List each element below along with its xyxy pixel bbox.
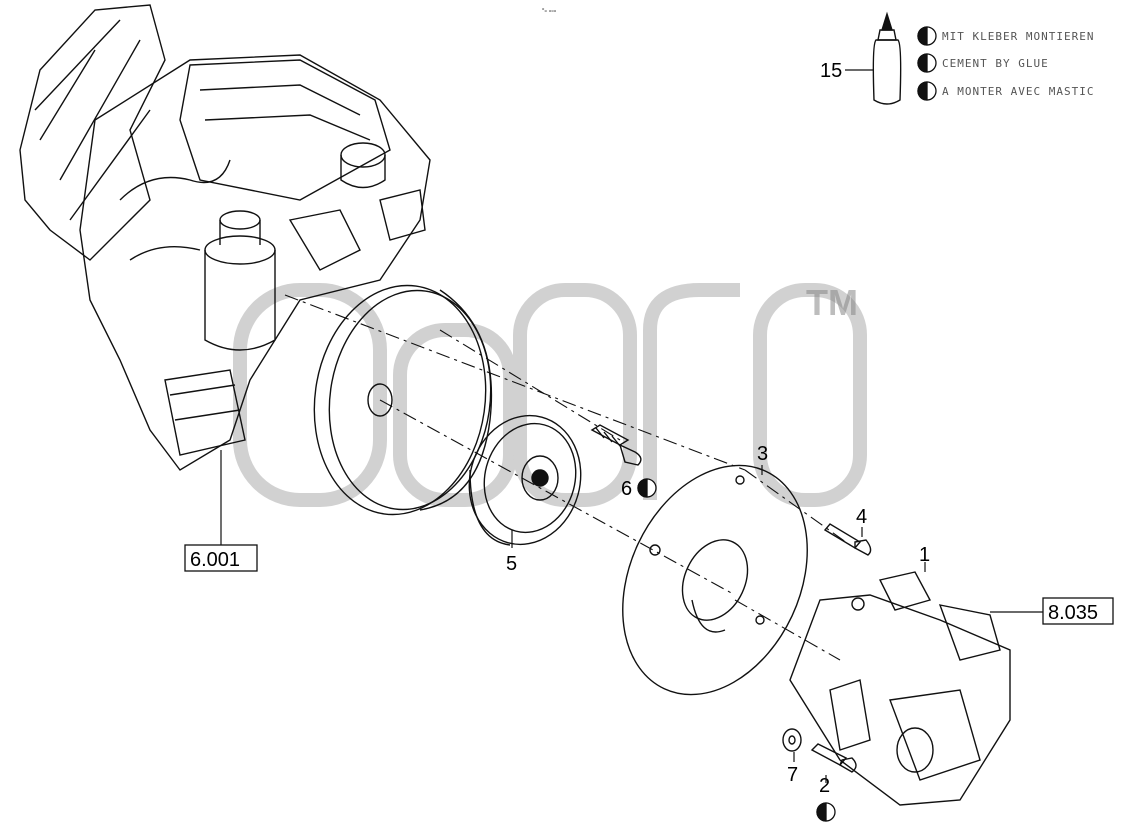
watermark-tm: TM	[806, 282, 858, 323]
reference-engine-label: 6.001	[190, 549, 240, 571]
legend-part-number: 15	[820, 60, 842, 82]
legend-row-2: CEMENT BY GLUE	[917, 53, 1049, 73]
coupling-disc-part-5	[468, 414, 582, 548]
legend-text-fr: A MONTER AVEC MASTIC	[942, 85, 1094, 98]
callout-4: 4	[856, 506, 867, 528]
callout-5: 5	[506, 553, 517, 575]
reference-box-pump[interactable]: 8.035	[1042, 597, 1114, 625]
watermark	[233, 283, 867, 507]
reference-pump-label: 8.035	[1048, 602, 1098, 624]
adhesive-marker-icon	[917, 81, 937, 101]
legend-row-3: A MONTER AVEC MASTIC	[917, 81, 1094, 101]
adhesive-marker-icon	[637, 478, 657, 498]
callout-7: 7	[787, 764, 798, 786]
bolt-part-2	[810, 743, 857, 773]
callout-1: 1	[919, 544, 930, 566]
legend-text-de: MIT KLEBER MONTIEREN	[942, 30, 1094, 43]
legend-row-1: MIT KLEBER MONTIEREN	[917, 26, 1094, 46]
adapter-plate-part-3	[622, 464, 808, 696]
reference-box-engine[interactable]: 6.001	[184, 544, 258, 572]
adhesive-marker-icon	[917, 53, 937, 73]
flywheel	[313, 284, 493, 516]
adhesive-tube-icon	[872, 11, 902, 105]
callout-3: 3	[757, 443, 768, 465]
callout-6: 6	[621, 478, 632, 500]
washer-part-7	[782, 728, 802, 752]
assembly-centerlines	[284, 294, 851, 661]
adhesive-marker-icon	[816, 802, 836, 822]
adhesive-marker-icon	[917, 26, 937, 46]
bolt-part-4	[823, 523, 872, 556]
hydraulic-pump-part-1	[789, 562, 1043, 806]
engine-block	[19, 4, 431, 545]
top-mark: ᵒₒ ₒₒₒ	[542, 7, 557, 14]
callout-2: 2	[819, 775, 830, 797]
legend-text-en: CEMENT BY GLUE	[942, 57, 1049, 70]
bolt-part-6	[590, 424, 642, 466]
